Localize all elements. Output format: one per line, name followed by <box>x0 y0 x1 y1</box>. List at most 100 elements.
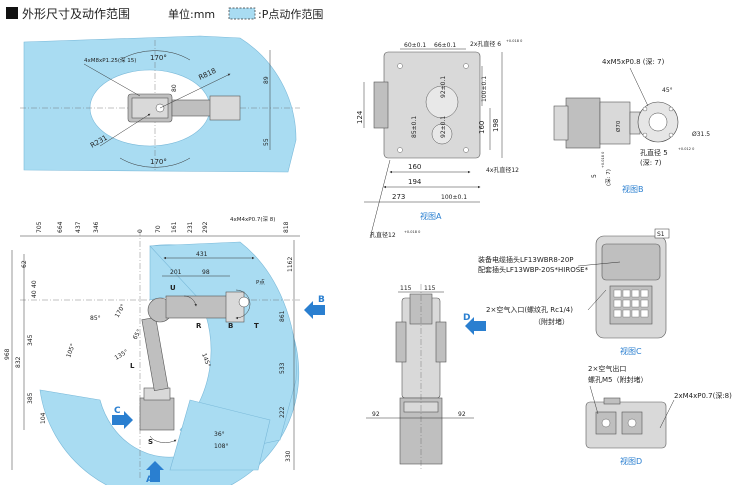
top-view-range <box>23 35 297 173</box>
axis-l: L <box>130 362 135 370</box>
dim-104: 104 <box>40 412 47 424</box>
view-a-hole4: 4x孔直径12 <box>486 166 519 174</box>
angle-105: 105° <box>65 343 77 359</box>
view-b-angle: 45° <box>662 87 673 94</box>
dim-832: 832 <box>15 356 22 368</box>
dim-346: 346 <box>93 221 100 233</box>
angle-36: 36° <box>214 431 225 438</box>
top-d55: 55 <box>263 138 270 146</box>
view-a-d160v: 160 <box>478 121 486 134</box>
top-d89: 89 <box>263 76 270 84</box>
view-a-d100h: 100±0.1 <box>441 194 467 201</box>
front-d92b: 92 <box>458 411 466 418</box>
view-c-air-in: 2×空气入口(螺纹孔 Rc1/4) <box>486 305 573 314</box>
side-d330: 330 <box>285 450 292 462</box>
front-d115b: 115 <box>424 285 436 292</box>
view-c-connector1: 装备电缆插头LF13WBR8-20P <box>478 255 574 264</box>
view-d: 2×空气出口 螺孔M5（附封堵） 2xM4xP0.7(深:8) 视图D <box>585 364 732 466</box>
dim-231: 231 <box>187 221 194 233</box>
view-arrow-c: C <box>112 406 133 429</box>
side-d40: 40 <box>31 290 38 298</box>
view-a-hole12: 孔直径12 <box>370 231 396 239</box>
svg-text:C: C <box>114 406 121 416</box>
legend-title: 外形尺寸及动作范围 <box>22 7 130 21</box>
legend-p-label: :P点动作范围 <box>258 7 323 21</box>
angle-145: 145° <box>200 352 212 368</box>
view-b-depth: (深: 7) <box>640 158 662 167</box>
angle-170: 170° <box>114 303 127 319</box>
view-d-air-out-sub: 螺孔M5（附封堵） <box>588 375 648 384</box>
dim-70: 70 <box>155 225 162 233</box>
side-p-point: P点 <box>256 279 265 286</box>
view-b-thread: 4xM5xP0.8 (深: 7) <box>602 57 665 66</box>
view-b-body <box>565 97 601 149</box>
view-d-caption: 视图D <box>620 456 642 466</box>
axis-r: R <box>196 322 202 330</box>
side-thread-note: 4xM4xP0.7(深 8) <box>230 215 275 223</box>
side-upper-arm <box>165 295 229 319</box>
side-d222: 222 <box>279 406 286 418</box>
view-b-d70: Ø70 <box>615 120 622 132</box>
side-d1162: 1162 <box>287 257 294 272</box>
view-a-d85: 85±0.1 <box>411 116 418 138</box>
legend-p-swatch <box>228 7 256 20</box>
top-d80: 80 <box>171 84 178 92</box>
view-b-hole-tol: +0.012 0 <box>678 147 694 151</box>
view-arrow-b: B <box>304 295 325 319</box>
view-a-d60: 60±0.1 <box>404 42 426 49</box>
front-d115a: 115 <box>400 285 412 292</box>
front-view: 115 115 92 92 D <box>366 284 486 470</box>
angle-65: 65° <box>132 328 143 341</box>
side-view: 705 664 437 346 0 70 161 231 292 4xM4xP0… <box>4 215 325 485</box>
dim-385: 385 <box>27 392 34 404</box>
angle-85: 85° <box>90 315 101 322</box>
view-a-d194: 194 <box>408 178 422 186</box>
side-top-dims: 705 664 437 346 0 70 161 231 292 <box>36 221 209 233</box>
side-d98: 98 <box>202 269 210 276</box>
svg-text:D: D <box>463 313 470 323</box>
dim-40b: 40 <box>31 280 38 288</box>
view-d-air-out: 2×空气出口 <box>588 364 626 373</box>
view-a: 60±0.1 66±0.1 2x孔直径 6 +0.018 0 124 92±0.… <box>356 39 522 239</box>
view-a-d160h: 160 <box>408 163 421 171</box>
view-b-d315: Ø31.5 <box>692 131 710 138</box>
view-b-hole: 孔直径 5 <box>640 148 668 157</box>
svg-text:A: A <box>146 475 153 485</box>
side-left-dims: 62 40 968 832 345 385 104 <box>4 260 47 424</box>
view-a-d66: 66±0.1 <box>434 42 456 49</box>
view-a-hole2: 2x孔直径 6 <box>470 40 501 48</box>
axis-b: B <box>228 322 233 330</box>
dim-0: 0 <box>137 229 144 233</box>
view-b-caption: 视图B <box>622 184 644 194</box>
view-a-caption: 视图A <box>420 211 442 221</box>
view-c-s1: S1 <box>657 231 665 238</box>
angle-135: 135° <box>114 348 130 361</box>
side-d201: 201 <box>170 269 182 276</box>
dim-705: 705 <box>36 221 43 233</box>
view-a-hole2-tol: +0.018 0 <box>506 39 522 43</box>
view-b-d-left: 5 <box>591 174 598 178</box>
top-angle-top: 170° <box>150 54 167 62</box>
side-axis-letters: U R B T L S <box>130 284 259 446</box>
side-d818: 818 <box>283 221 290 233</box>
view-a-d198: 198 <box>492 119 500 132</box>
legend: 外形尺寸及动作范围 单位:mm :P点动作范围 <box>6 7 323 21</box>
side-lower-arm <box>141 316 169 392</box>
view-a-hole12-tol: +0.018 0 <box>404 230 420 234</box>
top-thread-note: 4xM8xP1.25(深 15) <box>84 56 136 64</box>
view-a-d92b: 92±0.1 <box>440 116 447 138</box>
legend-unit: 单位:mm <box>168 7 215 21</box>
view-b: 4xM5xP0.8 (深: 7) 45° Ø70 Ø31.5 孔直径 5 +0.… <box>553 57 710 194</box>
view-arrow-d: D <box>463 313 486 335</box>
side-d431: 431 <box>196 251 208 258</box>
axis-t: T <box>254 322 259 330</box>
view-c-s1-box <box>654 228 670 239</box>
view-a-d100v: 100±0.1 <box>481 76 488 102</box>
legend-black-square <box>6 7 18 19</box>
dim-161: 161 <box>171 221 178 233</box>
side-d861: 861 <box>279 310 286 322</box>
top-view: 4xM8xP1.25(深 15) 170° 170° R818 R231 80 … <box>20 35 300 173</box>
dim-437: 437 <box>75 221 82 233</box>
view-c-connector2: 配套插头LF13WBP-20S*HIROSE* <box>478 265 589 274</box>
angle-108: 108° <box>214 443 228 450</box>
